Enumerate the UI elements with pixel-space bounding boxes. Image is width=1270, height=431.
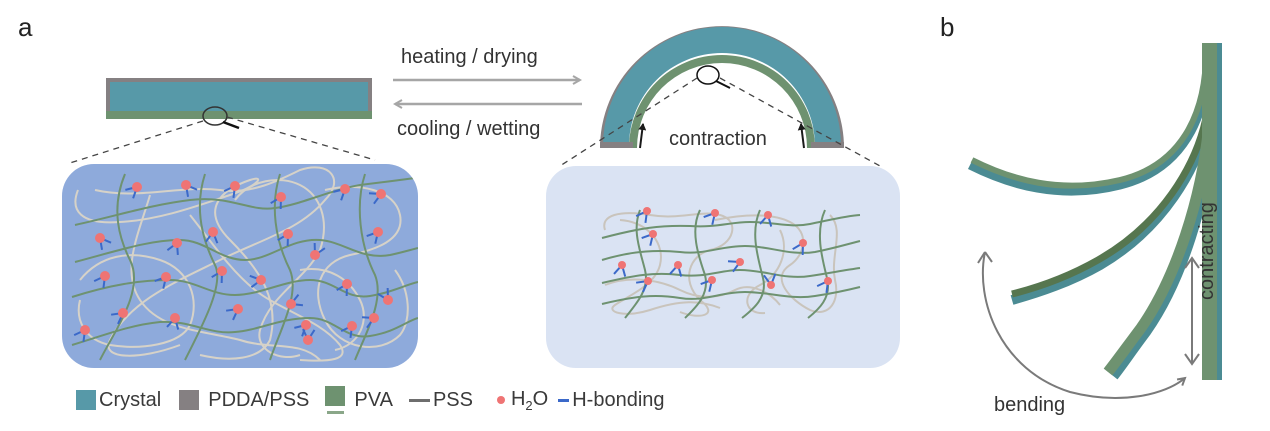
water-molecule [383, 295, 393, 305]
bending-label: bending [994, 394, 1066, 416]
water-molecule [161, 272, 171, 282]
legend-label: PSS [432, 388, 473, 411]
water-molecule [674, 261, 682, 269]
contracted-network [546, 166, 900, 368]
magnifier-icon [202, 106, 240, 130]
legend: Crystal PDDA/PSS PVA PSS H2O H-bonding [76, 384, 665, 416]
legend-item-pdda-pss: PDDA/PSS [179, 389, 325, 412]
water-molecule [369, 313, 379, 323]
water-molecule [233, 304, 243, 314]
legend-label: H2O [510, 387, 549, 413]
water-molecule [310, 250, 320, 260]
water-molecule [644, 277, 652, 285]
legend-item-pva: PVA [325, 386, 409, 414]
water-molecule [276, 192, 286, 202]
legend-item-pss: PSS [408, 388, 497, 412]
panel-a-label: a [18, 12, 33, 42]
water-molecule [376, 189, 386, 199]
legend-label: PVA [354, 388, 393, 411]
legend-item-crystal: Crystal [76, 389, 179, 412]
water-molecule [208, 227, 218, 237]
bending-arrow [981, 251, 1185, 399]
h2o-dot-swatch [496, 396, 505, 404]
contraction-arrow-left [638, 123, 647, 149]
water-molecule [340, 184, 350, 194]
water-molecule [100, 271, 110, 281]
pss-line-swatch [408, 398, 430, 402]
legend-label: PDDA/PSS [208, 388, 310, 411]
water-molecule [708, 276, 716, 284]
water-molecule [181, 180, 191, 190]
water-molecule [170, 313, 180, 323]
zoom-line [559, 77, 698, 167]
crystal-swatch [76, 390, 96, 410]
water-molecule [799, 239, 807, 247]
zoom-line [69, 120, 204, 164]
water-molecule [256, 275, 266, 285]
water-molecule [373, 227, 383, 237]
panel-b-label: b [940, 12, 955, 42]
contraction-label: contraction [669, 128, 767, 150]
legend-label: H-bonding [572, 388, 665, 411]
zoom-line [719, 77, 881, 167]
water-molecule [301, 320, 311, 330]
zoom-line [226, 116, 376, 161]
water-molecule [342, 279, 352, 289]
water-molecule [643, 207, 651, 215]
pva-swatch [325, 386, 346, 414]
reverse-process-label: cooling / wetting [397, 118, 541, 140]
bending-strips [967, 43, 1222, 380]
legend-item-h2o: H2O [496, 387, 558, 413]
water-molecule [824, 277, 832, 285]
bent-film-arch [600, 26, 844, 148]
magnifier-icon [696, 65, 731, 89]
water-molecule [172, 238, 182, 248]
expanded-network [62, 164, 418, 368]
water-molecule [132, 182, 142, 192]
forward-process-label: heating / drying [401, 46, 538, 68]
flat-film [106, 78, 372, 119]
water-molecule [764, 211, 772, 219]
water-molecule [217, 266, 227, 276]
water-molecule [711, 209, 719, 217]
water-molecule [283, 229, 293, 239]
water-molecule [303, 335, 313, 345]
crystal-layer [110, 82, 368, 111]
legend-item-h-bonding: H-bonding [558, 388, 665, 412]
water-molecule [347, 321, 357, 331]
water-molecule [767, 281, 775, 289]
legend-label: Crystal [99, 388, 162, 411]
h-bonding-line-swatch [558, 398, 570, 402]
water-molecule [649, 230, 657, 238]
water-molecule [618, 261, 626, 269]
pva-layer [106, 111, 372, 119]
bending-arrow-head [977, 251, 993, 264]
water-molecule [230, 181, 240, 191]
water-molecule [736, 258, 744, 266]
pdda-pss-swatch [179, 390, 200, 410]
water-molecule [286, 299, 296, 309]
water-molecule [118, 308, 128, 318]
contracting-label: contracting [1196, 202, 1218, 300]
contraction-arrow-right [797, 123, 806, 149]
water-molecule [95, 233, 105, 243]
contracting-arrow-heads [1184, 256, 1200, 366]
water-molecule [80, 325, 90, 335]
